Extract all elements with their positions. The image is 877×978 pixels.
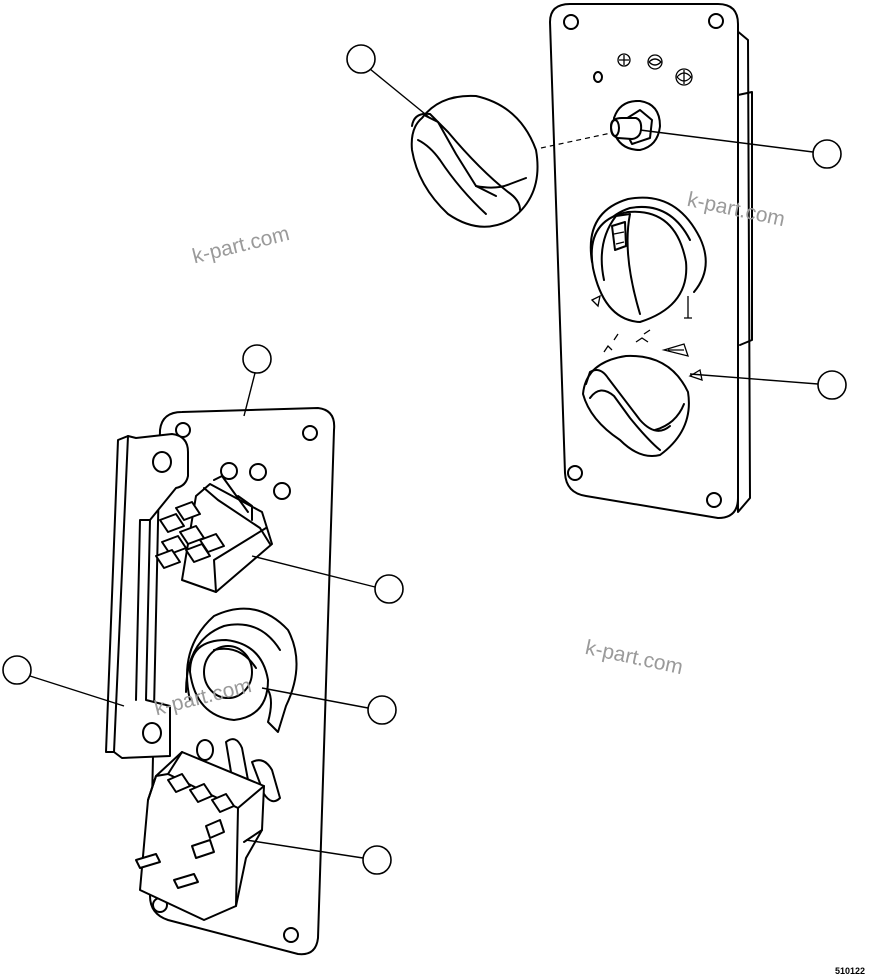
callout-fan-knob [689,370,847,400]
connector [155,475,273,593]
knob-shaft [610,99,661,151]
fan-icon-mid [647,54,663,70]
fan-icon-high [675,68,693,86]
callout-switch-block [245,839,392,875]
pivot [185,607,298,733]
switch-block [135,751,265,921]
callout-knob-shaft [639,129,842,169]
bracket [105,433,189,759]
callout-panel [242,344,272,417]
temperature-knob [589,196,707,323]
callout-bracket [2,655,125,707]
knob [410,94,539,228]
fan-icon-low [617,53,631,67]
callout-connector [251,555,404,604]
drawing-code: 510122 [834,966,865,976]
control-panel-front [549,3,753,519]
floor-vent-icon [603,333,619,353]
callout-knob [346,44,431,119]
assembly-line [540,132,612,149]
callout-pivot [261,687,397,725]
fan-knob [582,354,690,457]
hot-icon [684,296,692,319]
face-vent-icon [635,329,651,343]
defrost-icon [661,343,689,357]
cold-icon [590,294,601,308]
